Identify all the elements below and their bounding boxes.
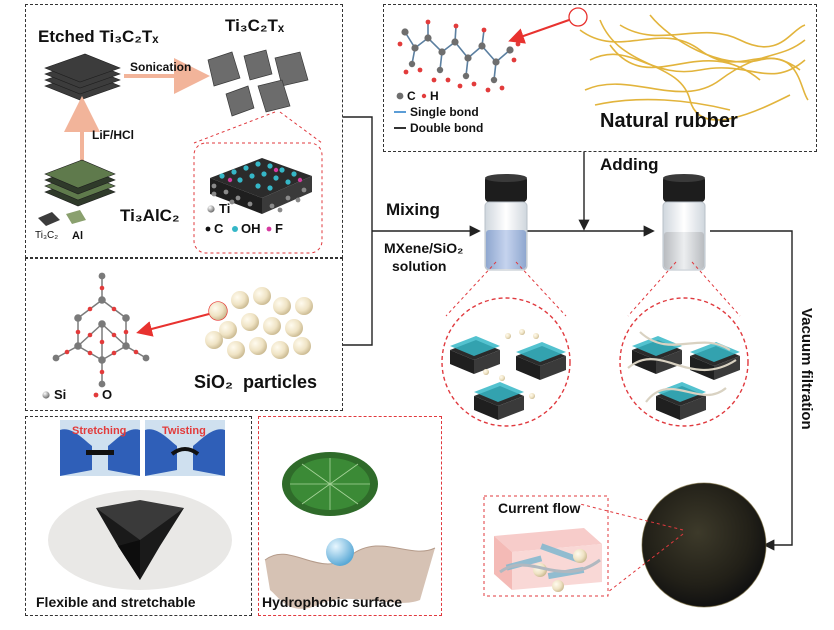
filtration-arrow xyxy=(710,230,793,551)
mxene-product-label: Ti₃C₂Tₓ xyxy=(225,16,285,35)
composite-zoom-circle xyxy=(619,297,749,427)
current-flow-box xyxy=(483,495,609,597)
mixed-rubber-vial xyxy=(662,174,706,271)
natural-rubber-panel xyxy=(383,4,817,152)
dispersion-zoom-circle xyxy=(441,297,571,427)
al-flake xyxy=(66,210,86,224)
merge-bracket xyxy=(343,116,373,346)
vacuum-filtration-label: Vacuum filtration xyxy=(798,308,815,430)
ti3c2-flake xyxy=(38,212,60,226)
double-bond-label: Double bond xyxy=(410,121,484,135)
rubber-h-legend-label: H xyxy=(430,89,439,103)
si-legend-dot xyxy=(42,391,50,399)
f-legend-label: F xyxy=(275,221,283,236)
etched-mxene-label: Etched Ti₃C₂Tₓ xyxy=(38,27,159,46)
flexible-panel xyxy=(25,416,252,616)
natural-rubber-label: Natural rubber xyxy=(600,110,738,132)
stretching-label: Stretching xyxy=(72,425,127,437)
rubber-c-legend-dot xyxy=(396,92,404,100)
hydrophobic-label: Hydrophobic surface xyxy=(262,594,403,610)
etched-mxene-stack xyxy=(44,53,121,101)
rubber-wrapped-mxene xyxy=(627,331,740,420)
folded-film-photo xyxy=(48,490,232,590)
c-legend-label: C xyxy=(214,221,224,236)
o-legend-label: O xyxy=(102,387,113,402)
single-bond-label: Single bond xyxy=(410,105,479,119)
mxene-atomic-lattice xyxy=(210,158,312,214)
dispersed-mxene-stacks xyxy=(450,329,566,420)
ti-legend-label: Ti xyxy=(219,201,231,216)
hydrophobic-panel xyxy=(258,416,442,616)
c-atom-legend-dot xyxy=(205,226,211,232)
mixing-label: Mixing xyxy=(386,200,440,219)
rubber-h-legend-dot xyxy=(421,93,427,99)
rubber-molecule xyxy=(397,19,521,93)
oh-legend-dot xyxy=(232,226,238,232)
current-flow-illustration xyxy=(494,528,602,592)
stretching-photo xyxy=(60,420,140,476)
rubber-fibres xyxy=(579,14,809,121)
rubber-zoom-arrow xyxy=(508,19,570,44)
solution-label-line1: MXene/SiO₂ xyxy=(384,240,464,256)
sio2-particles xyxy=(205,287,313,359)
mxene-nanosheets xyxy=(207,49,309,117)
oh-legend-label: OH xyxy=(241,221,261,236)
max-phase-stack xyxy=(44,159,116,207)
water-droplet xyxy=(326,538,354,566)
sonication-label: Sonication xyxy=(130,60,192,74)
ti3c2-small-label: Ti₃C₂ xyxy=(35,230,59,241)
al-small-label: Al xyxy=(72,230,83,242)
f-legend-dot xyxy=(266,226,272,232)
etchant-label: LiF/HCl xyxy=(92,128,134,142)
twisting-label: Twisting xyxy=(162,425,206,437)
sio2-panel xyxy=(25,258,343,411)
composite-film-disc xyxy=(642,483,766,607)
rubber-magnifier-circle xyxy=(568,7,588,27)
current-flow-label: Current flow xyxy=(498,500,581,516)
sio2-particles-label: SiO₂ particles xyxy=(194,372,318,392)
sio2-crystal-structure xyxy=(52,272,150,388)
mxene-synthesis-panel xyxy=(25,4,343,258)
solution-label-line2: solution xyxy=(392,258,447,274)
max-phase-label: Ti₃AlC₂ xyxy=(120,206,180,225)
si-legend-label: Si xyxy=(54,387,67,402)
rubber-c-legend-label: C xyxy=(407,89,416,103)
twisting-photo xyxy=(145,420,225,476)
adding-label: Adding xyxy=(600,155,659,174)
lotus-leaf xyxy=(282,452,378,516)
flexible-label: Flexible and stretchable xyxy=(36,594,196,610)
o-legend-dot xyxy=(93,392,99,398)
ti-atom-legend-dot xyxy=(207,205,215,213)
sio2-zoom-arrow xyxy=(136,313,210,337)
mxene-sio2-vial xyxy=(484,174,528,271)
